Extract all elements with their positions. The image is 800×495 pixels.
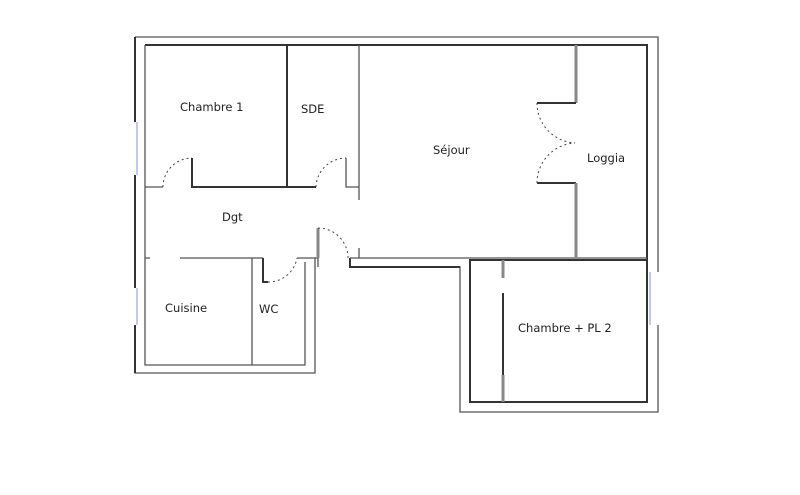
room-label-sejour: Séjour [433, 143, 470, 157]
door-swings [162, 102, 576, 283]
door-sejour [317, 227, 349, 259]
room-label-dgt: Dgt [222, 210, 243, 224]
room-labels: Chambre 1 SDE Séjour Loggia Dgt Cuisine … [165, 100, 625, 335]
room-label-sde: SDE [301, 102, 324, 116]
door-loggia-2 [536, 142, 576, 184]
room-label-loggia: Loggia [587, 151, 625, 165]
door-sde [315, 157, 347, 188]
room-label-cuisine: Cuisine [165, 301, 207, 315]
door-loggia-1 [536, 102, 576, 144]
room-label-wc: WC [259, 302, 278, 316]
door-chambre1 [162, 157, 193, 188]
room-label-chambre2: Chambre + PL 2 [518, 321, 612, 335]
room-label-chambre1: Chambre 1 [180, 100, 243, 114]
interior-walls [145, 45, 647, 402]
door-wc [267, 257, 298, 283]
windows [136, 122, 651, 325]
outer-walls [134, 36, 659, 413]
